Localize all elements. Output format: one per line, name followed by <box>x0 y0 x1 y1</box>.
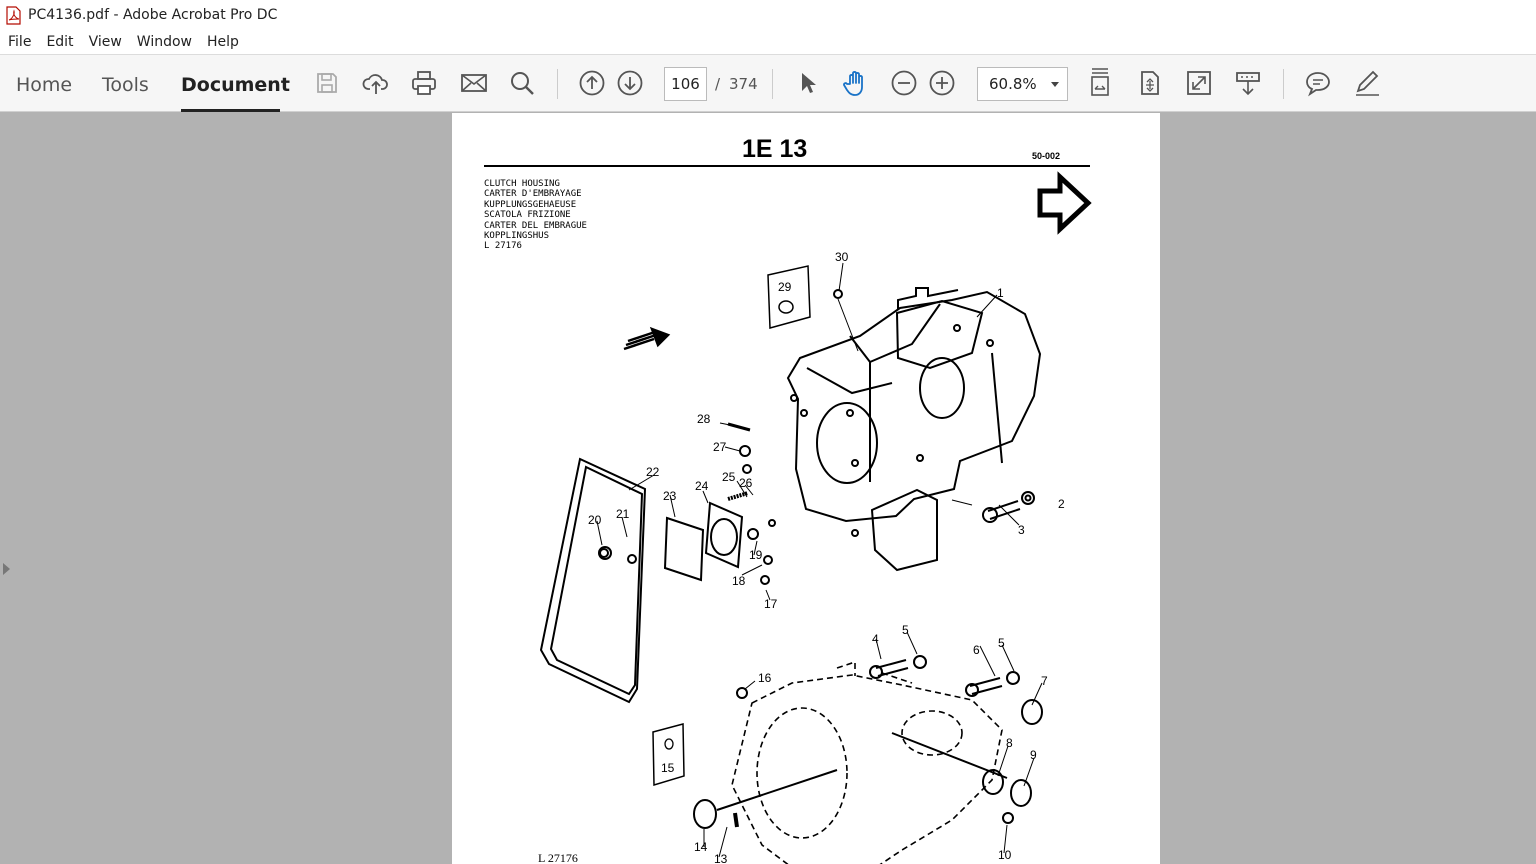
callout-6: 6 <box>973 643 980 657</box>
callout-14: 14 <box>694 840 708 854</box>
save-icon[interactable] <box>311 67 343 99</box>
zoom-in-icon[interactable] <box>926 67 958 99</box>
page-total: 374 <box>729 75 758 93</box>
clutch-housing-upper <box>768 287 1042 572</box>
prev-page-icon[interactable] <box>576 67 608 99</box>
fit-page-icon[interactable] <box>1084 67 1116 99</box>
desc-line: KUPPLUNGSGEHAEUSE <box>484 199 577 210</box>
sign-icon[interactable] <box>1351 67 1383 99</box>
callout-5a: 5 <box>902 623 909 637</box>
page-code: 50-002 <box>1032 151 1061 161</box>
callout-3: 3 <box>1018 523 1025 537</box>
callout-27: 27 <box>713 440 727 454</box>
select-cursor-icon[interactable] <box>791 67 823 99</box>
print-icon[interactable] <box>408 67 440 99</box>
callout-30: 30 <box>835 250 849 264</box>
callout-8: 8 <box>1006 736 1013 750</box>
menu-bar: File Edit View Window Help <box>0 30 1536 54</box>
desc-line: CARTER D'EMBRAYAGE <box>484 189 582 200</box>
desc-line: CLUTCH HOUSING <box>484 179 560 189</box>
next-page-icon[interactable] <box>614 67 646 99</box>
callout-10: 10 <box>998 848 1012 862</box>
cloud-upload-icon[interactable] <box>360 67 392 99</box>
toolbar: Home Tools Document 106 / 374 60.8% <box>0 54 1536 112</box>
title-rule <box>484 165 1090 167</box>
callout-16: 16 <box>758 671 772 685</box>
desc-line: SCATOLA FRIZIONE <box>484 210 571 221</box>
callout-29: 29 <box>778 280 792 294</box>
leader-lines <box>596 262 1043 858</box>
callout-22: 22 <box>646 465 660 479</box>
callout-19: 19 <box>749 548 763 562</box>
menu-window[interactable]: Window <box>136 34 192 50</box>
page-title: 1E 13 <box>742 135 808 163</box>
menu-file[interactable]: File <box>8 34 32 50</box>
bolt-3 <box>982 491 1035 523</box>
side-cover-22 <box>539 457 647 704</box>
callout-2: 2 <box>1058 497 1065 511</box>
full-screen-icon[interactable] <box>1183 67 1215 99</box>
callout-9: 9 <box>1030 748 1037 762</box>
clutch-housing-lower <box>731 660 1003 864</box>
callout-7: 7 <box>1041 674 1048 688</box>
chevron-down-icon <box>1051 82 1059 87</box>
direction-arrow-icon <box>623 326 671 351</box>
part-description: CLUTCH HOUSING CARTER D'EMBRAYAGE KUPPLU… <box>484 179 587 252</box>
active-tab-indicator <box>181 109 280 112</box>
part-box-29 <box>767 265 811 329</box>
callout-15: 15 <box>661 761 675 775</box>
page-number-input[interactable]: 106 <box>664 67 707 101</box>
callout-28: 28 <box>697 412 711 426</box>
desc-line: KOPPLINGSHUS <box>484 231 550 242</box>
gasket-24 <box>704 501 744 569</box>
comment-icon[interactable] <box>1302 67 1334 99</box>
read-mode-icon[interactable] <box>1232 67 1264 99</box>
callout-1: 1 <box>997 286 1004 300</box>
callout-24: 24 <box>695 479 709 493</box>
title-bar: PC4136.pdf - Adobe Acrobat Pro DC <box>0 0 1536 30</box>
callout-20: 20 <box>588 513 602 527</box>
toolbar-separator <box>557 69 558 99</box>
callout-25: 25 <box>722 470 736 484</box>
toolbar-separator <box>772 69 773 99</box>
menu-view[interactable]: View <box>88 34 122 50</box>
desc-line: CARTER DEL EMBRAGUE <box>484 220 587 231</box>
drawing-reference: L 27176 <box>538 851 578 864</box>
hand-tool-icon[interactable] <box>840 67 872 99</box>
tab-tools[interactable]: Tools <box>102 74 149 96</box>
part-box-15 <box>652 723 685 787</box>
callout-13: 13 <box>714 852 728 864</box>
callout-23: 23 <box>663 489 677 503</box>
window-title: PC4136.pdf - Adobe Acrobat Pro DC <box>28 7 278 23</box>
zoom-value: 60.8% <box>989 75 1037 93</box>
tab-home[interactable]: Home <box>16 74 73 96</box>
callout-4: 4 <box>872 632 879 646</box>
callout-26: 26 <box>739 476 753 490</box>
page-separator: / <box>715 75 721 93</box>
callout-21: 21 <box>616 507 630 521</box>
toolbar-separator <box>1283 69 1284 99</box>
menu-edit[interactable]: Edit <box>46 34 74 50</box>
lower-parts <box>693 655 1043 829</box>
next-arrow-icon <box>1037 171 1092 235</box>
callout-5b: 5 <box>998 636 1005 650</box>
callout-18: 18 <box>732 574 746 588</box>
callout-17: 17 <box>764 597 778 611</box>
exploded-parts-drawing: 1 2 3 4 5 5 6 7 8 9 10 13 14 15 16 17 18… <box>539 171 1092 864</box>
zoom-out-icon[interactable] <box>888 67 920 99</box>
desc-line: L 27176 <box>484 241 522 252</box>
zoom-select[interactable]: 60.8% <box>977 67 1068 101</box>
email-icon[interactable] <box>458 67 490 99</box>
pdf-page: 1E 13 50-002 CLUTCH HOUSING CARTER D'EMB… <box>452 113 1160 864</box>
page-view-icon[interactable] <box>1134 67 1166 99</box>
tab-document[interactable]: Document <box>181 74 290 96</box>
pdf-file-icon <box>6 5 21 25</box>
menu-help[interactable]: Help <box>207 34 239 50</box>
search-icon[interactable] <box>506 67 538 99</box>
cover-plate-23 <box>663 516 705 582</box>
panel-expand-handle[interactable] <box>3 563 10 575</box>
